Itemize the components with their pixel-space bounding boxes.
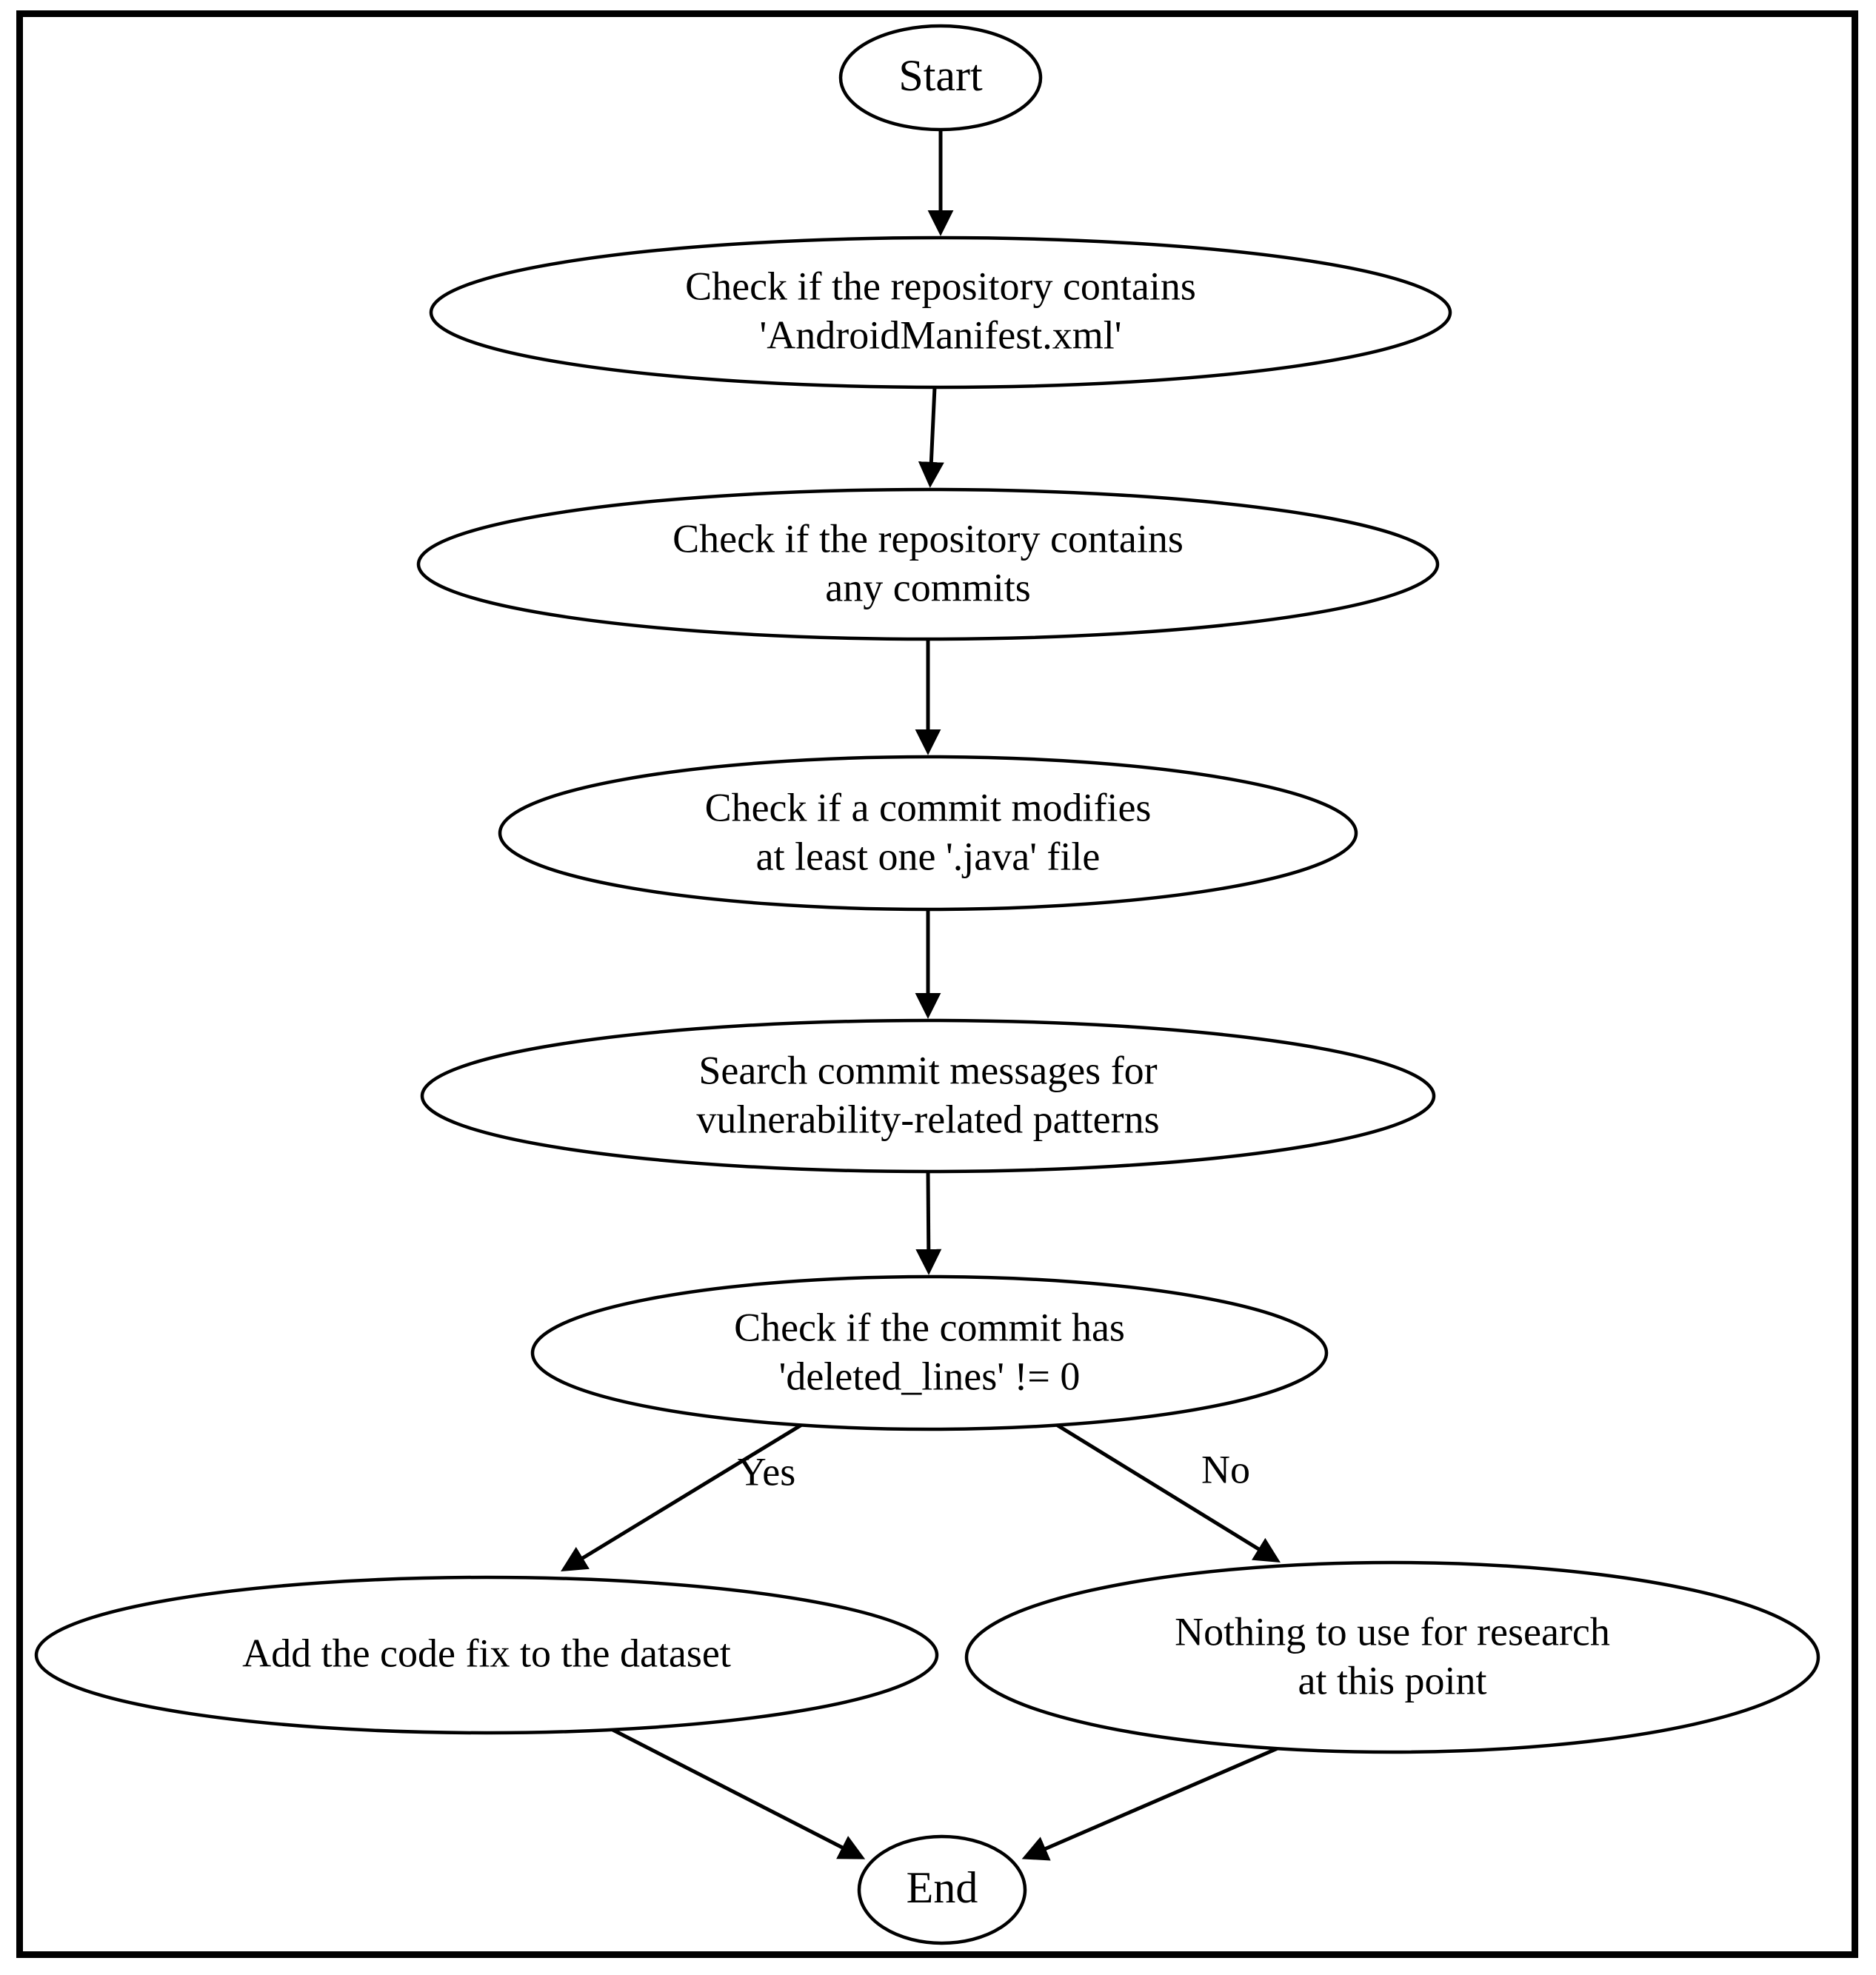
- node-check-commits-label-line1: Check if the repository contains: [672, 516, 1184, 561]
- edges-layer: [561, 130, 1301, 1861]
- node-check-commits[interactable]: Check if the repository contains any com…: [416, 487, 1440, 641]
- node-start-shape[interactable]: [838, 24, 1043, 132]
- edge-check-manifest-to-check-commits: [918, 387, 944, 488]
- node-check-manifest-label-line1: Check if the repository contains: [685, 264, 1196, 308]
- node-check-deleted-lines[interactable]: Check if the commit has 'deleted_lines' …: [530, 1274, 1329, 1431]
- edge-search-messages-to-check-deleted-lines: [915, 1171, 942, 1275]
- node-check-java-file-label-line1: Check if a commit modifies: [705, 785, 1152, 829]
- edge-check-deleted-lines-to-add-code-fix: [561, 1417, 812, 1572]
- edge-add-code-fix-to-end: [595, 1720, 866, 1859]
- node-check-deleted-lines-label-line2: 'deleted_lines' != 0: [779, 1354, 1081, 1398]
- node-check-manifest-shape[interactable]: [429, 235, 1452, 390]
- node-check-commits-label-line2: any commits: [825, 565, 1030, 609]
- node-nothing-to-use-label-line2: at this point: [1298, 1658, 1487, 1702]
- edge-check-deleted-lines-to-nothing-to-use: [1044, 1416, 1281, 1563]
- node-search-messages[interactable]: Search commit messages for vulnerability…: [420, 1018, 1436, 1174]
- node-start[interactable]: Start: [838, 24, 1043, 132]
- node-nothing-to-use-shape[interactable]: [964, 1560, 1820, 1754]
- node-search-messages-label-line1: Search commit messages for: [698, 1048, 1157, 1092]
- node-check-manifest-label-line2: 'AndroidManifest.xml': [760, 313, 1122, 357]
- node-end-shape[interactable]: [857, 1834, 1027, 1945]
- node-add-code-fix-label: Add the code fix to the dataset: [242, 1631, 731, 1675]
- node-check-deleted-lines-label-line1: Check if the commit has: [734, 1305, 1125, 1349]
- node-nothing-to-use[interactable]: Nothing to use for research at this poin…: [964, 1560, 1820, 1754]
- node-nothing-to-use-label-line1: Nothing to use for research: [1175, 1609, 1610, 1654]
- node-add-code-fix-shape[interactable]: [34, 1575, 939, 1735]
- edge-labels-layer: Yes No: [738, 1447, 1250, 1494]
- edge-label-yes: Yes: [738, 1449, 796, 1494]
- node-start-label: Start: [898, 51, 983, 100]
- node-search-messages-shape[interactable]: [420, 1018, 1436, 1174]
- node-search-messages-label-line2: vulnerability-related patterns: [696, 1097, 1159, 1141]
- node-end-label: End: [907, 1863, 978, 1912]
- edge-nothing-to-use-to-end: [1021, 1737, 1301, 1861]
- node-check-manifest[interactable]: Check if the repository contains 'Androi…: [429, 235, 1452, 390]
- node-check-java-file-shape[interactable]: [498, 755, 1358, 912]
- node-end[interactable]: End: [857, 1834, 1027, 1945]
- node-check-java-file-label-line2: at least one '.java' file: [756, 834, 1101, 878]
- node-add-code-fix[interactable]: Add the code fix to the dataset: [34, 1575, 939, 1735]
- edge-label-no: No: [1201, 1447, 1250, 1491]
- node-check-java-file[interactable]: Check if a commit modifies at least one …: [498, 755, 1358, 912]
- node-check-deleted-lines-shape[interactable]: [530, 1274, 1329, 1431]
- node-check-commits-shape[interactable]: [416, 487, 1440, 641]
